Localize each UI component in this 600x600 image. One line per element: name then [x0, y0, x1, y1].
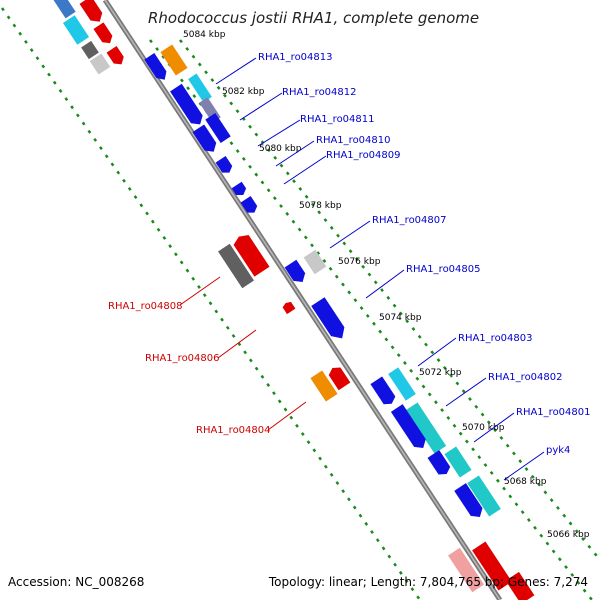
gene-feature[interactable] [93, 22, 115, 46]
gene-label[interactable]: RHA1_ro04801 [516, 407, 591, 418]
map-title: Rhodococcus jostii RHA1, complete genome [148, 9, 479, 27]
gene-feature[interactable] [327, 364, 351, 391]
gene-feature[interactable] [144, 53, 169, 83]
gene-label[interactable]: RHA1_ro04810 [316, 135, 391, 146]
gene-feature[interactable] [427, 450, 453, 478]
gene-feature[interactable] [444, 446, 472, 478]
tick-label: 5074 kbp [379, 313, 422, 323]
tick-label: 5066 kbp [547, 530, 590, 540]
forward-gene-labels: RHA1_ro04813 RHA1_ro04812 RHA1_ro04811 R… [258, 52, 591, 456]
tick-label: 5082 kbp [222, 87, 265, 97]
gene-feature[interactable] [390, 404, 429, 452]
gene-feature[interactable] [405, 402, 447, 454]
gene-feature[interactable] [79, 0, 106, 26]
gene-feature[interactable] [160, 44, 188, 76]
tick-label: 5076 kbp [338, 257, 381, 267]
gene-label[interactable]: RHA1_ro04809 [326, 150, 401, 161]
gene-label[interactable]: RHA1_ro04812 [282, 87, 357, 98]
ruler-tick-labels: 5084 kbp 5082 kbp 5080 kbp 5078 kbp 5076… [183, 30, 590, 540]
gene-feature[interactable] [170, 83, 206, 128]
gene-label[interactable]: RHA1_ro04811 [300, 114, 375, 125]
gene-feature[interactable] [192, 124, 219, 155]
genome-summary-text: Topology: linear; Length: 7,804,765 bp; … [268, 575, 588, 589]
gene-label[interactable]: pyk4 [546, 445, 570, 456]
gene-label[interactable]: RHA1_ro04805 [406, 264, 481, 275]
tick-label: 5072 kbp [419, 368, 462, 378]
gene-feature[interactable] [106, 46, 127, 68]
gene-features [52, 0, 535, 600]
tick-label: 5080 kbp [259, 144, 302, 154]
ruler-lines [0, 7, 600, 600]
gene-feature[interactable] [467, 475, 501, 517]
gene-feature[interactable] [310, 370, 338, 402]
tick-label: 5068 kbp [504, 477, 547, 487]
gene-feature[interactable] [388, 367, 416, 401]
gene-feature[interactable] [472, 541, 512, 591]
gene-feature[interactable] [89, 53, 111, 75]
tick-label: 5070 kbp [462, 423, 505, 433]
ruler-outer-left [0, 7, 422, 600]
gene-feature[interactable] [505, 571, 535, 600]
gene-feature[interactable] [81, 40, 99, 60]
gene-label[interactable]: RHA1_ro04807 [372, 215, 447, 226]
accession-text: Accession: NC_008268 [8, 575, 144, 589]
gene-feature[interactable] [311, 297, 349, 343]
gene-feature[interactable] [231, 181, 249, 199]
gene-label[interactable]: RHA1_ro04813 [258, 52, 333, 63]
gene-feature[interactable] [370, 376, 397, 407]
gene-label[interactable]: RHA1_ro04804 [196, 425, 271, 436]
ruler-outer-right [179, 39, 600, 561]
gene-feature[interactable] [240, 196, 260, 216]
gene-feature[interactable] [215, 156, 235, 176]
gene-label[interactable]: RHA1_ro04803 [458, 333, 533, 344]
gene-feature[interactable] [62, 15, 90, 45]
tick-label: 5084 kbp [183, 30, 226, 40]
gene-feature[interactable] [282, 300, 296, 315]
gene-label[interactable]: RHA1_ro04806 [145, 353, 220, 364]
gene-feature[interactable] [231, 232, 270, 277]
gene-feature[interactable] [448, 547, 484, 593]
label-leaders [179, 57, 545, 481]
gene-feature[interactable] [205, 113, 231, 143]
gene-feature[interactable] [218, 243, 254, 289]
gene-feature[interactable] [188, 73, 212, 103]
gene-feature[interactable] [52, 0, 76, 19]
gene-label[interactable]: RHA1_ro04808 [108, 301, 183, 312]
reverse-gene-labels: RHA1_ro04808 RHA1_ro04806 RHA1_ro04804 [108, 301, 271, 436]
gene-label[interactable]: RHA1_ro04802 [488, 372, 563, 383]
genome-backbone [102, 0, 503, 600]
tick-label: 5078 kbp [299, 201, 342, 211]
gene-feature[interactable] [284, 259, 309, 286]
gene-feature[interactable] [454, 483, 486, 521]
gene-feature[interactable] [303, 249, 327, 275]
